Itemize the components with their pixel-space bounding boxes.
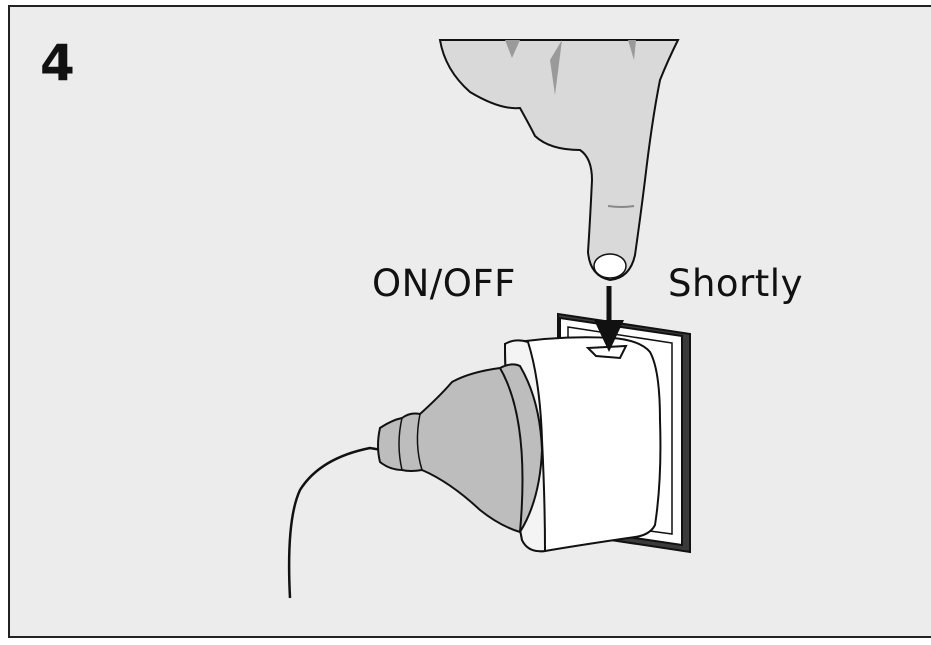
pointing-finger-icon xyxy=(438,39,680,282)
shortly-label: Shortly xyxy=(668,262,803,305)
power-cord-icon xyxy=(287,363,544,599)
step-number: 4 xyxy=(40,34,75,92)
on-off-label: ON/OFF xyxy=(372,262,516,305)
down-arrow-icon xyxy=(594,286,624,352)
instruction-panel xyxy=(8,5,931,638)
